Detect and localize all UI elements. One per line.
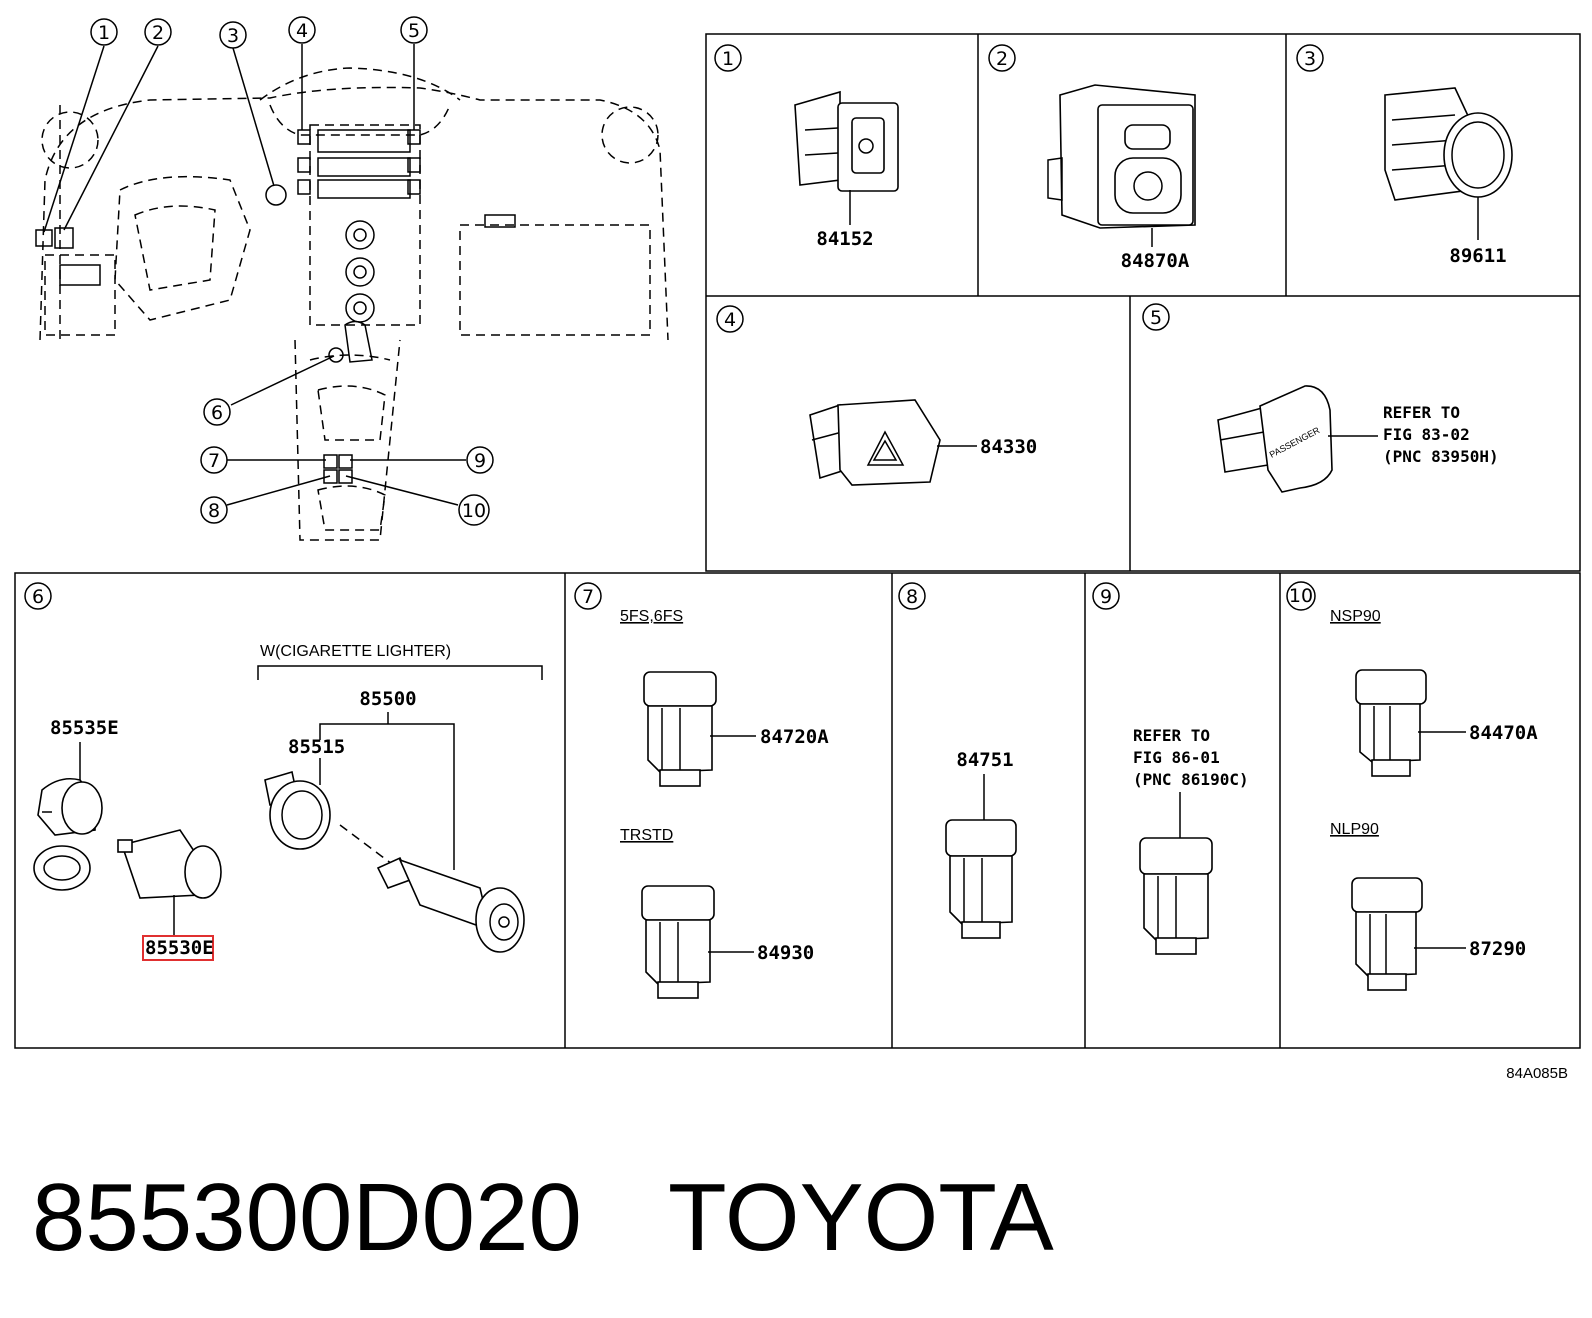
socket-85530E-drawing: [117, 829, 222, 899]
panel-9: 9 REFER TO FIG 86-01 (PNC 86190C): [1092, 582, 1249, 955]
panel-grid-bottom: [14, 572, 1581, 1049]
switch-84720A-drawing: [643, 671, 717, 787]
switch-84751-drawing: [945, 819, 1017, 939]
footer-part-number: 855300D020: [32, 1164, 582, 1271]
svg-text:8: 8: [208, 500, 220, 522]
svg-text:9: 9: [474, 450, 486, 472]
part-84470A[interactable]: 84470A: [1469, 722, 1538, 744]
panel-3: 3 89611: [1296, 44, 1513, 267]
panel-4: 4 84330: [716, 305, 1037, 486]
callout-2: 2: [144, 18, 172, 46]
part-84870A[interactable]: 84870A: [1121, 250, 1190, 272]
svg-text:3: 3: [227, 25, 239, 47]
variant-trstd: TRSTD: [620, 827, 673, 844]
callout-4: 4: [288, 16, 316, 44]
callout-5: 5: [400, 16, 428, 44]
lighter-85500-drawing: [376, 856, 525, 953]
part-84751[interactable]: 84751: [956, 749, 1013, 771]
dashboard-overview: 1 2 3 4 5 6 7 8 9 10: [35, 16, 669, 541]
panel-5-note-line-1: REFER TO: [1383, 403, 1460, 422]
switch-84870A-drawing: [1047, 84, 1196, 229]
variant-5fs-6fs: 5FS,6FS: [620, 608, 683, 625]
panel-10: 10 NSP90 84470A NLP90 87290: [1286, 581, 1538, 991]
highlight-box: [142, 935, 214, 961]
part-84930[interactable]: 84930: [757, 942, 814, 964]
socket-85535E-drawing: [33, 777, 103, 891]
switch-87290-drawing: [1351, 877, 1423, 991]
svg-text:7: 7: [208, 450, 220, 472]
hazard-switch-84330-drawing: [809, 399, 941, 486]
part-85500[interactable]: 85500: [359, 688, 416, 710]
panel-9-note-line-2: FIG 86-01: [1133, 748, 1220, 767]
start-button-89611-drawing: [1384, 87, 1513, 201]
svg-text:2: 2: [152, 22, 164, 44]
ring-85515-drawing: [264, 770, 331, 850]
passenger-indicator-drawing: PASSENGER: [1217, 385, 1333, 493]
cigarette-lighter-label: W(CIGARETTE LIGHTER): [260, 643, 451, 660]
panel-6: 6 W(CIGARETTE LIGHTER) 85535E 85500 8551…: [24, 582, 543, 961]
svg-text:6: 6: [211, 402, 223, 424]
part-87290[interactable]: 87290: [1469, 938, 1526, 960]
panel-1-number: 1: [722, 48, 734, 70]
figure-code: 84A085B: [1506, 1065, 1568, 1082]
callout-6: 6: [203, 398, 231, 426]
panel-grid-top: [705, 33, 1581, 572]
panel-1: 1 84152: [714, 44, 899, 250]
part-85530E-highlighted[interactable]: 85530E: [145, 937, 214, 959]
callout-3: 3: [219, 21, 247, 49]
panel-10-number: 10: [1289, 585, 1313, 607]
callout-7: 7: [200, 446, 228, 474]
switch-84470A-drawing: [1355, 669, 1427, 777]
panel-5-note-line-2: FIG 83-02: [1383, 425, 1470, 444]
svg-text:4: 4: [296, 20, 308, 42]
variant-nsp90: NSP90: [1330, 608, 1381, 625]
panel-8-number: 8: [906, 586, 918, 608]
svg-text:10: 10: [462, 500, 486, 522]
callout-8: 8: [200, 496, 228, 524]
callout-1: 1: [90, 18, 118, 46]
panel-3-number: 3: [1304, 48, 1316, 70]
footer-brand: TOYOTA: [668, 1164, 1054, 1271]
panel-7-number: 7: [582, 586, 594, 608]
panel-5-number: 5: [1150, 307, 1162, 329]
panel-2: 2 84870A: [988, 44, 1196, 272]
part-85515[interactable]: 85515: [288, 736, 345, 758]
svg-text:1: 1: [98, 22, 110, 44]
switch-84930-drawing: [641, 885, 715, 999]
panel-4-number: 4: [724, 309, 736, 331]
panel-5: 5 PASSENGER REFER TO FIG 83-02 (PNC 8395…: [1142, 303, 1499, 493]
part-84720A[interactable]: 84720A: [760, 726, 829, 748]
variant-nlp90: NLP90: [1330, 821, 1379, 838]
panel-8: 8 84751: [898, 582, 1017, 939]
switch-84152-drawing: [794, 90, 899, 192]
panel-2-number: 2: [996, 48, 1008, 70]
svg-text:5: 5: [408, 20, 420, 42]
callout-10: 10: [458, 494, 490, 526]
panel-9-note-line-1: REFER TO: [1133, 726, 1210, 745]
panel-9-number: 9: [1100, 586, 1112, 608]
part-84330[interactable]: 84330: [980, 436, 1037, 458]
panel-5-note-line-3: (PNC 83950H): [1383, 447, 1499, 466]
panel-9-note-line-3: (PNC 86190C): [1133, 770, 1249, 789]
part-85535E[interactable]: 85535E: [50, 717, 119, 739]
callout-9: 9: [466, 446, 494, 474]
switch-86190C-drawing: [1139, 837, 1213, 955]
panel-6-number: 6: [32, 586, 44, 608]
panel-7: 7 5FS,6FS 84720A TRSTD 84930: [574, 582, 829, 999]
part-89611[interactable]: 89611: [1449, 245, 1506, 267]
part-84152[interactable]: 84152: [816, 228, 873, 250]
